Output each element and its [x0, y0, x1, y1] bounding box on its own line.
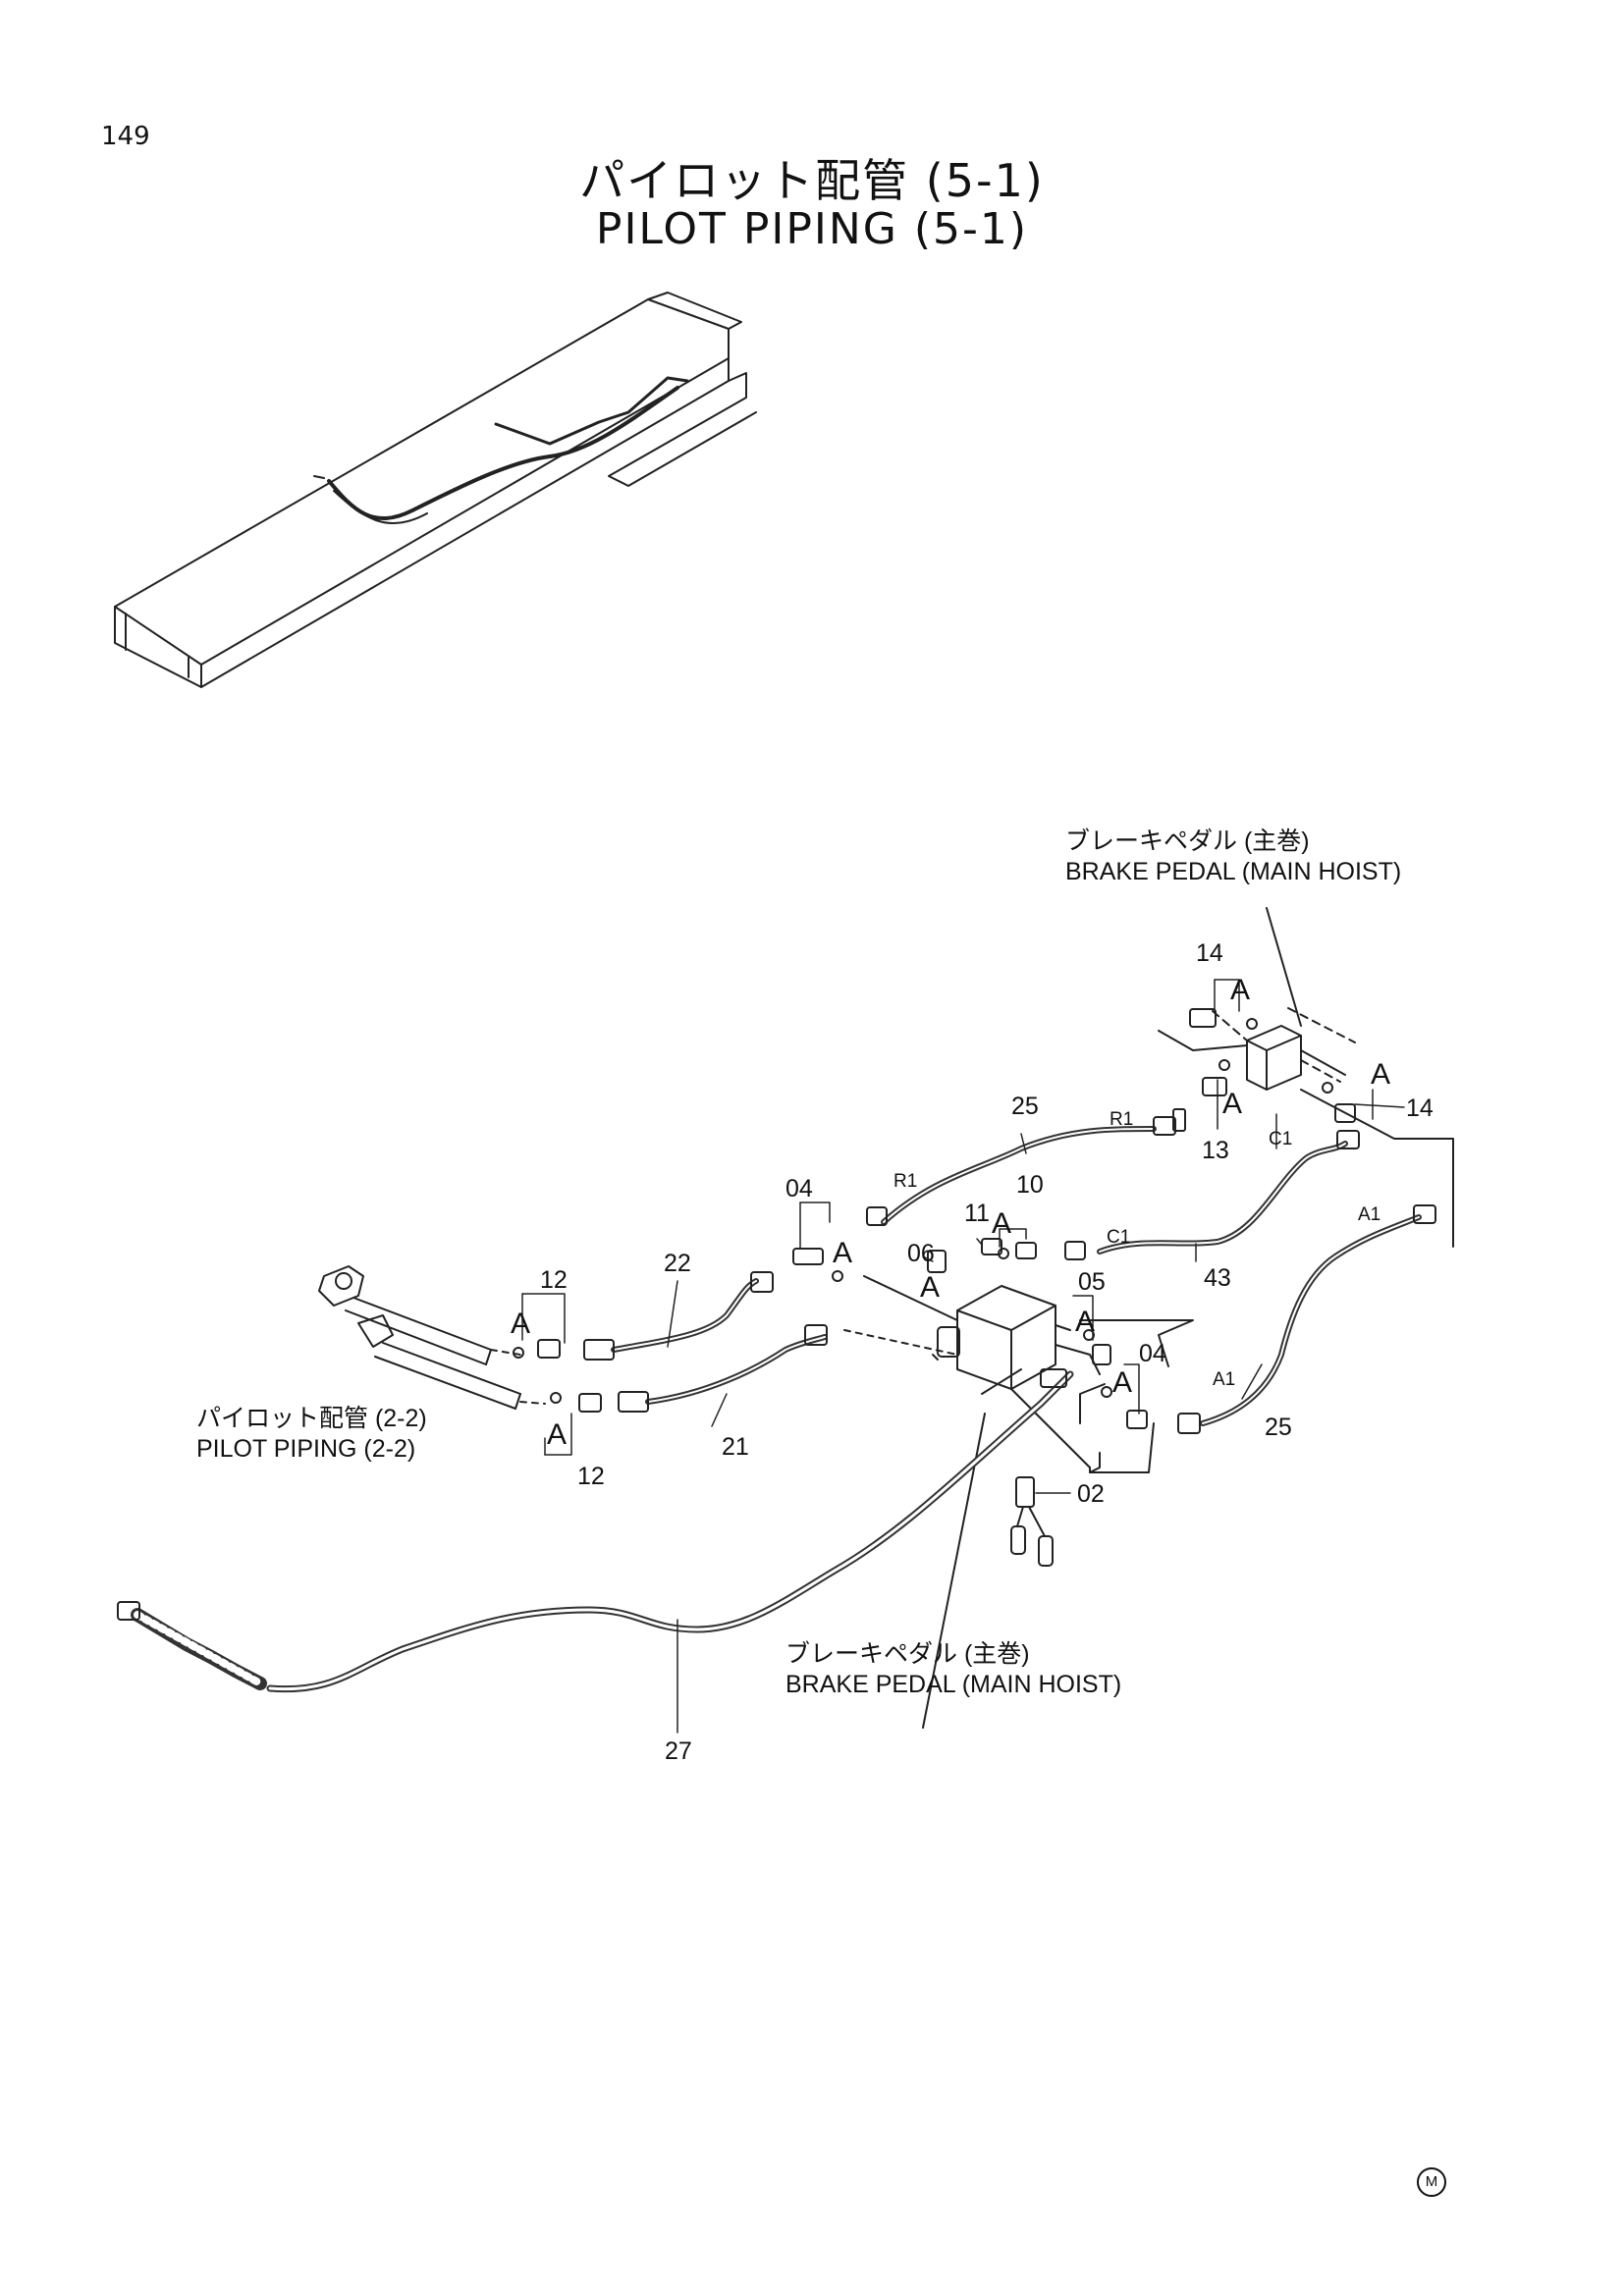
part-number-05: 05 [1078, 1268, 1106, 1296]
pilot-piping-callout: パイロット配管 (2-2) PILOT PIPING (2-2) [196, 1404, 427, 1465]
brake-pedal-callout-top-en: BRAKE PEDAL (MAIN HOIST) [1065, 858, 1402, 885]
leader-lines [521, 979, 1405, 1734]
machine-frame-overview [114, 292, 757, 688]
corner-circled-m-mark: M [1417, 2167, 1446, 2197]
part-number-04-lower: 04 [1139, 1340, 1166, 1367]
hose-25-upper [866, 1108, 1186, 1226]
page-number: 149 [101, 122, 150, 151]
detail-mark-a: A [833, 1237, 853, 1269]
detail-mark-a: A [1112, 1366, 1133, 1399]
port-label-r1-right: R1 [1110, 1109, 1134, 1130]
detail-mark-a: A [1371, 1058, 1391, 1091]
part-number-14-top: 14 [1196, 939, 1223, 967]
brake-pedal-callout-bottom: ブレーキペダル (主巻) BRAKE PEDAL (MAIN HOIST) [785, 1639, 1121, 1700]
part-number-14-right: 14 [1406, 1095, 1434, 1122]
part-number-04-upper: 04 [785, 1175, 813, 1202]
hose-43 [1064, 1130, 1360, 1260]
page-title-english: PILOT PIPING (5-1) [595, 204, 1029, 254]
page-title-japanese: パイロット配管 (5-1) [579, 154, 1045, 207]
pilot-piping-callout-jp: パイロット配管 (2-2) [196, 1405, 427, 1432]
detail-mark-a: A [992, 1207, 1012, 1240]
detail-mark-a: A [1222, 1088, 1243, 1120]
detail-mark-a: A [1075, 1306, 1096, 1338]
part-number-11: 11 [964, 1200, 990, 1227]
brake-pedal-callout-top: ブレーキペダル (主巻) BRAKE PEDAL (MAIN HOIST) [1065, 827, 1401, 887]
part-number-21: 21 [722, 1433, 749, 1461]
brake-pedal-block-top [1158, 907, 1454, 1248]
part-number-25-lower: 25 [1265, 1414, 1292, 1441]
part-number-25-upper: 25 [1011, 1093, 1039, 1120]
hose-25-lower [1177, 1204, 1436, 1434]
port-label-a1-lower: A1 [1213, 1369, 1236, 1390]
detail-mark-a: A [547, 1418, 568, 1451]
hose-21 [618, 1324, 828, 1413]
brake-pedal-callout-bottom-en: BRAKE PEDAL (MAIN HOIST) [785, 1671, 1122, 1698]
part-number-12-upper: 12 [540, 1266, 568, 1294]
pilot-pipes-left [318, 1265, 546, 1410]
hose-22 [583, 1271, 774, 1361]
port-label-a1-upper: A1 [1358, 1204, 1381, 1225]
pilot-piping-callout-en: PILOT PIPING (2-2) [196, 1435, 416, 1463]
part-number-13: 13 [1202, 1137, 1229, 1164]
detail-mark-a: A [920, 1271, 941, 1304]
port-label-c1-upper: C1 [1269, 1129, 1293, 1149]
fittings [513, 1008, 1356, 1567]
part-number-27: 27 [665, 1737, 692, 1765]
part-number-02: 02 [1077, 1480, 1105, 1508]
brake-pedal-callout-top-jp: ブレーキペダル (主巻) [1065, 828, 1310, 855]
port-label-c1-lower: C1 [1107, 1227, 1131, 1248]
detail-mark-a: A [511, 1308, 531, 1340]
part-number-12-lower: 12 [577, 1463, 605, 1490]
detail-mark-a: A [1230, 974, 1251, 1006]
port-label-r1-left: R1 [893, 1171, 918, 1192]
brake-pedal-callout-bottom-jp: ブレーキペダル (主巻) [785, 1640, 1030, 1668]
brake-valve-block-center [843, 1275, 1194, 1729]
part-number-22: 22 [664, 1250, 691, 1277]
part-number-06: 06 [907, 1240, 935, 1267]
hose-27 [117, 1368, 1074, 1693]
part-number-43: 43 [1204, 1264, 1231, 1292]
part-number-10: 10 [1016, 1171, 1044, 1199]
